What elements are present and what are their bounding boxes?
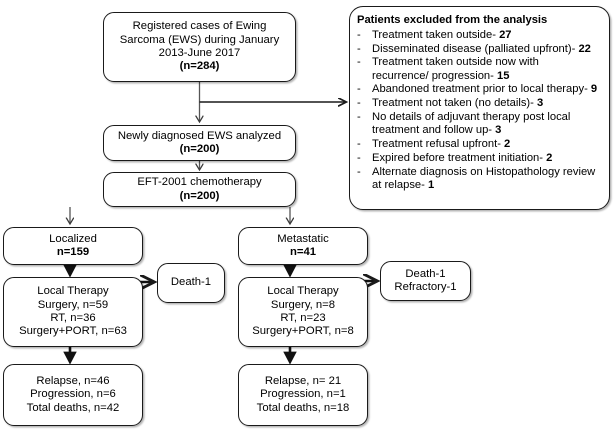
excluded-item-text: Disseminated disease (palliated upfront)… [372,42,591,55]
excluded-item-text: Treatment refusal upfront- 2 [372,138,511,151]
bullet-dash: - [357,97,361,110]
registered-line-1: Registered cases of Ewing [132,20,267,33]
node-newly-diagnosed: Newly diagnosed EWS analyzed (n=200) [103,125,296,161]
node-death-refractory-metastatic: Death-1 Refractory-1 [380,261,471,301]
node-metastatic: Metastatic n=41 [238,227,368,265]
lt-met-port: Surgery+PORT, n=8 [252,325,354,338]
node-outcomes-metastatic: Relapse, n= 21 Progression, n=1 Total de… [238,364,368,426]
excluded-item-text: Alternate diagnosis on Histopathology re… [372,165,596,191]
metastatic-count: n=41 [289,246,317,258]
lt-loc-port: Surgery+PORT, n=63 [19,325,127,338]
lt-loc-rt: RT, n=36 [50,312,96,324]
bullet-dash: - [357,111,361,124]
bullet-dash: - [357,83,361,96]
lt-loc-surgery: Surgery, n=59 [37,298,109,311]
node-localized: Localized n=159 [3,227,143,265]
excluded-item: - No details of adjuvant therapy post lo… [357,111,570,137]
chemo-count: (n=200) [179,189,220,202]
death-met-label: Death-1 [405,267,446,280]
lt-met-title: Local Therapy [267,285,339,298]
node-outcomes-localized: Relapse, n=46 Progression, n=6 Total dea… [3,364,143,426]
node-death-localized: Death-1 [157,263,225,303]
excluded-item: - Treatment refusal upfront- 2 [357,138,510,151]
out-loc-relapse: Relapse, n=46 [36,375,110,387]
node-eft-2001-chemotherapy: EFT-2001 chemotherapy (n=200) [103,172,296,207]
node-local-therapy-metastatic: Local Therapy Surgery, n=8 RT, n=23 Surg… [238,277,368,347]
death-localized-label: Death-1 [170,276,212,289]
metastatic-label: Metastatic [277,232,329,245]
bullet-dash: - [357,138,361,151]
newly-label: Newly diagnosed EWS analyzed [117,129,282,142]
excluded-item: - Expired before treatment initiation- 2 [357,152,552,165]
out-met-relapse: Relapse, n= 21 [264,375,342,387]
lt-loc-title: Local Therapy [37,285,109,298]
out-met-deaths: Total deaths, n=18 [256,401,350,414]
bullet-dash: - [357,151,361,164]
bullet-dash: - [357,42,361,55]
excluded-item: - Treatment not taken (no details)- 3 [357,97,543,110]
excluded-item: - Treatment taken outside- 27 [357,29,512,42]
out-loc-deaths: Total deaths, n=42 [26,401,120,414]
lt-met-rt: RT, n=23 [280,312,326,324]
excluded-item-text: Treatment not taken (no details)- 3 [372,97,544,110]
registered-count: (n=284) [179,60,220,73]
excluded-item-text: No details of adjuvant therapy post loca… [372,111,571,137]
bullet-dash: - [357,56,361,69]
out-met-progression: Progression, n=1 [260,388,346,401]
excluded-title: Patients excluded from the analysis [357,14,548,26]
refractory-met-label: Refractory-1 [394,281,457,293]
node-registered-cases: Registered cases of Ewing Sarcoma (EWS) … [103,12,296,82]
registered-line-3: 2013-June 2017 [158,47,241,59]
bullet-dash: - [357,28,361,41]
chemo-label: EFT-2001 chemotherapy [137,176,262,189]
newly-count: (n=200) [179,143,220,155]
excluded-item: - Disseminated disease (palliated upfron… [357,43,591,56]
excluded-item: - Abandoned treatment prior to local the… [357,83,597,96]
node-patients-excluded: Patients excluded from the analysis - Tr… [349,6,610,210]
out-loc-progression: Progression, n=6 [30,388,116,401]
registered-line-2: Sarcoma (EWS) during January [119,33,280,46]
excluded-item-text: Treatment taken outside- 27 [372,28,512,41]
excluded-item-text: Abandoned treatment prior to local thera… [372,83,598,96]
localized-count: n=159 [56,246,90,258]
bullet-dash: - [357,165,361,178]
excluded-item: - Alternate diagnosis on Histopathology … [357,166,595,192]
node-local-therapy-localized: Local Therapy Surgery, n=59 RT, n=36 Sur… [3,277,143,347]
excluded-item-text: Expired before treatment initiation- 2 [372,151,553,164]
localized-label: Localized [49,232,97,245]
lt-met-surgery: Surgery, n=8 [270,298,336,311]
